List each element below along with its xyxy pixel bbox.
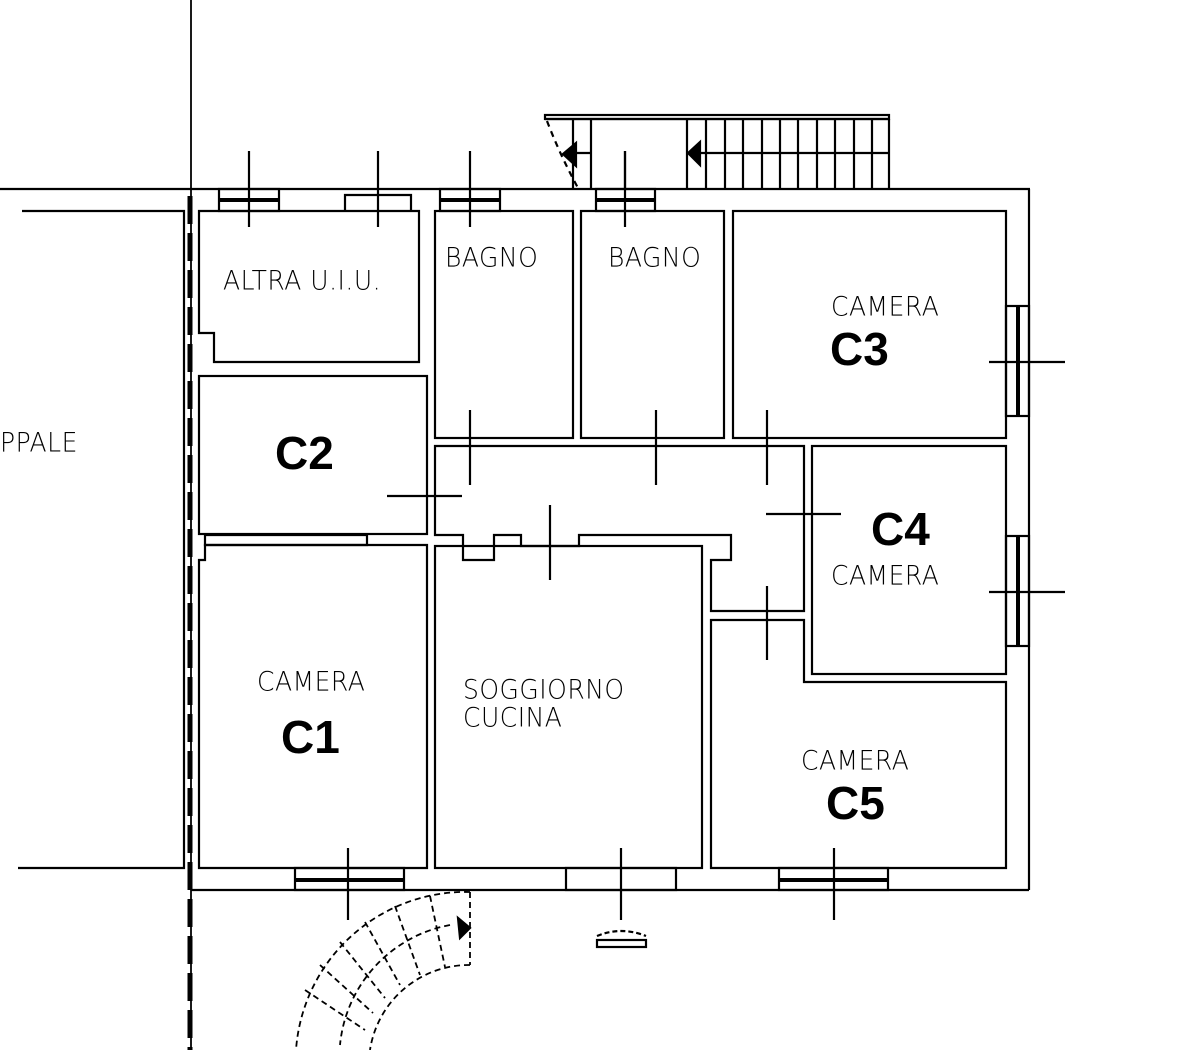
room-label-camera-c3: CAMERA bbox=[831, 291, 940, 322]
window-icon bbox=[777, 848, 890, 920]
room-label-altra-uiu: ALTRA U.I.U. bbox=[223, 265, 382, 296]
window-icon bbox=[217, 151, 281, 227]
room-label-camera-c4: CAMERA bbox=[831, 560, 940, 591]
room-code-c5: C5 bbox=[826, 777, 885, 829]
window-icon bbox=[989, 304, 1065, 418]
room-label-camera-c5: CAMERA bbox=[801, 745, 910, 776]
window-icon bbox=[564, 848, 678, 949]
room-label-bagno-1: BAGNO bbox=[445, 242, 539, 273]
neighbor-unit-outline bbox=[18, 196, 193, 1050]
window-icon bbox=[343, 151, 413, 227]
room-label-soggiorno: SOGGIORNO bbox=[463, 674, 625, 705]
room-label-bagno-2: BAGNO bbox=[608, 242, 702, 273]
arrow-right-icon bbox=[456, 915, 472, 941]
room-label-cucina: CUCINA bbox=[463, 702, 563, 733]
exterior-stair-top bbox=[543, 113, 891, 189]
room-label-camera-c1: CAMERA bbox=[257, 666, 366, 697]
neighbor-label: PPALE bbox=[0, 427, 78, 458]
spiral-stair bbox=[295, 891, 471, 1050]
room-code-c3: C3 bbox=[830, 323, 889, 375]
room-camera-c5-outline bbox=[709, 618, 1008, 870]
window-icon bbox=[293, 848, 406, 920]
window-icon bbox=[989, 534, 1065, 648]
window-icon bbox=[438, 151, 502, 227]
partition-wall bbox=[203, 533, 369, 547]
room-bagno-1-outline bbox=[433, 209, 575, 440]
arrow-left-icon bbox=[686, 139, 702, 168]
room-code-c1: C1 bbox=[281, 711, 340, 763]
room-code-c2: C2 bbox=[275, 427, 334, 479]
corridor-outline bbox=[433, 444, 806, 613]
room-code-c4: C4 bbox=[871, 503, 930, 555]
arrow-left-icon bbox=[561, 140, 578, 169]
door-icon bbox=[468, 410, 841, 660]
room-altra-uiu-outline bbox=[197, 209, 421, 364]
room-camera-c1-outline bbox=[197, 543, 429, 870]
